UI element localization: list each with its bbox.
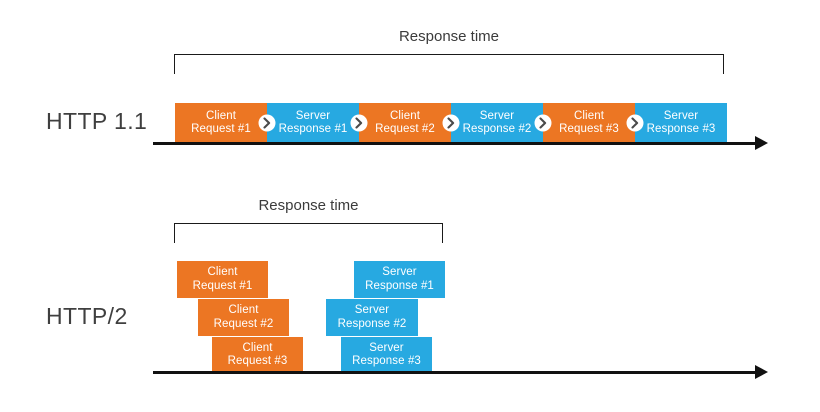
- segment-line2: Request #2: [375, 123, 435, 135]
- chevron-right-icon: [258, 114, 276, 132]
- segment-line2: Request #1: [191, 123, 251, 135]
- response-time-label-http11: Response time: [398, 28, 500, 45]
- segment-line1: Server: [295, 109, 331, 122]
- segment-line2: Response #3: [646, 123, 716, 135]
- segment-line2: Response #1: [278, 123, 348, 135]
- response-time-bracket-http11: Response time: [174, 28, 724, 74]
- timeline-arrow-http2: [755, 364, 768, 379]
- block-line1: Server: [382, 266, 417, 278]
- block-line1: Client: [207, 266, 238, 278]
- block-line2: Response #1: [365, 279, 434, 292]
- protocol-label-http2: HTTP/2: [46, 303, 128, 329]
- block-line2: Request #1: [192, 279, 253, 292]
- block-line1: Server: [354, 304, 390, 316]
- block-line1: Client: [242, 341, 273, 354]
- chevron-right-icon: [442, 114, 460, 132]
- block-line1: Server: [369, 341, 404, 354]
- timeline-axis-http11: [153, 142, 755, 145]
- response-time-label-http2: Response time: [258, 197, 359, 214]
- block-line2: Response #3: [352, 355, 421, 367]
- segment-line1: Server: [663, 109, 699, 122]
- protocol-label-http11: HTTP 1.1: [46, 108, 148, 134]
- segment-line1: Client: [389, 109, 420, 122]
- response-time-bracket-http2: Response time: [174, 197, 443, 243]
- block-line2: Response #2: [337, 317, 407, 330]
- block-line2: Request #2: [213, 317, 274, 330]
- segment-line2: Response #2: [462, 123, 532, 135]
- block-line2: Request #3: [227, 355, 288, 367]
- segment-line1: Client: [205, 109, 236, 122]
- chevron-right-icon: [350, 114, 368, 132]
- segment-line1: Server: [479, 109, 515, 122]
- segment-line1: Client: [573, 109, 604, 122]
- chevron-right-icon: [626, 114, 644, 132]
- bracket-shape-http11: [174, 54, 724, 74]
- bracket-shape-http2: [174, 223, 443, 243]
- chevron-right-icon: [534, 114, 552, 132]
- block-line1: Client: [228, 304, 259, 316]
- timeline-axis-http2: [153, 371, 755, 374]
- segment-line2: Request #3: [559, 123, 619, 135]
- timeline-arrow-http11: [755, 135, 768, 150]
